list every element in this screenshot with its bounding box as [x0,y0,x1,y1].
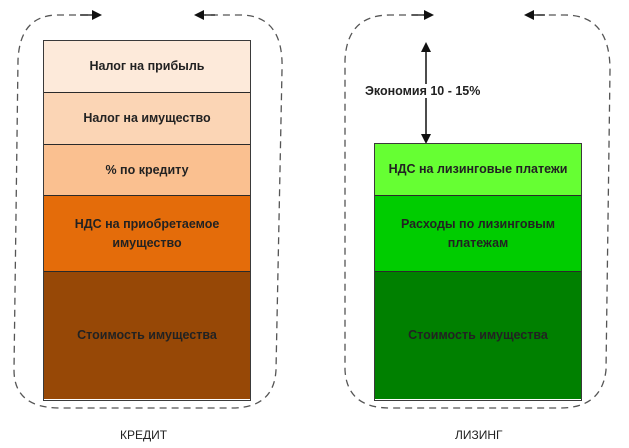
credit-block-interest: % по кредиту [44,145,250,196]
credit-block-profit-tax: Налог на прибыль [44,41,250,93]
saving-label: Экономия 10 - 15% [363,84,483,98]
leasing-stack: НДС на лизинговые платежи Расходы по лиз… [374,143,582,401]
credit-block-vat: НДС на приобретаемое имущество [44,196,250,272]
leasing-block-payments: Расходы по лизинговым платежам [375,196,581,272]
credit-cycle-loop [13,14,283,409]
credit-block-property-tax: Налог на имущество [44,93,250,145]
leasing-block-vat: НДС на лизинговые платежи [375,144,581,196]
credit-stack: Налог на прибыль Налог на имущество % по… [43,40,251,401]
leasing-caption: ЛИЗИНГ [455,428,503,442]
credit-caption: КРЕДИТ [120,428,168,442]
leasing-cycle-loop [344,14,611,409]
credit-block-property-cost: Стоимость имущества [44,272,250,399]
leasing-block-property-cost: Стоимость имущества [375,272,581,399]
